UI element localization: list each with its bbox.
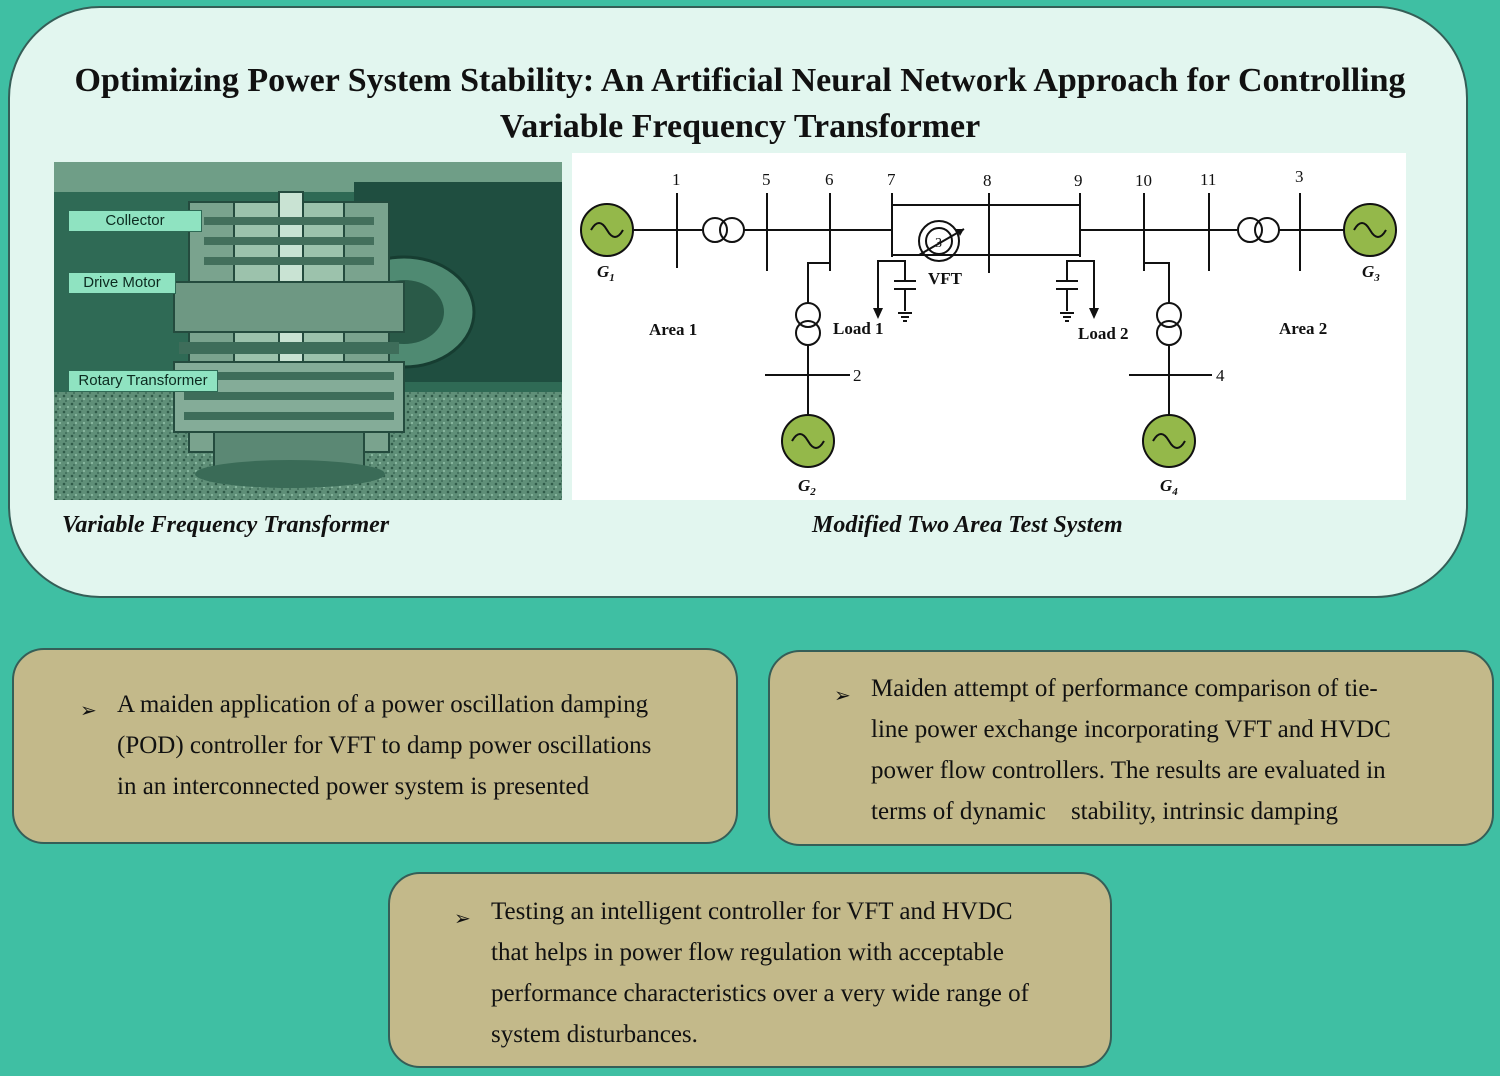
area-1-label: Area 1 [649,320,697,339]
g4-label: G4 [1160,476,1178,498]
collector-label: Collector [68,210,202,232]
highlight-box-1: ➢ A maiden application of a power oscill… [12,648,738,844]
box-1-line-1: A maiden application of a power oscillat… [117,691,649,718]
load-2-label: Load 2 [1078,324,1129,343]
rotary-transformer-label: Rotary Transformer [68,370,218,392]
highlight-box-3: ➢ Testing an intelligent controller for … [388,872,1112,1068]
bus-5-label: 5 [762,170,771,189]
diagram-caption: Modified Two Area Test System [812,512,1123,538]
box-3-line-1: Testing an intelligent controller for VF… [491,898,1013,925]
bullet-icon: ➢ [454,906,471,930]
bus-2-label: 2 [853,366,862,385]
g1-label: G1 [597,262,615,284]
two-area-diagram: 3 1 5 6 7 8 9 10 11 3 2 4 G1 G3 G2 G4 [572,153,1406,500]
bus-7-label: 7 [887,170,896,189]
left-figure-caption: Variable Frequency Transformer [62,512,390,538]
bullet-icon: ➢ [834,683,851,707]
bus-10-label: 10 [1135,171,1152,190]
box-3-line-4: system disturbances. [491,1021,698,1048]
box-1-line-3: in an interconnected power system is pre… [117,773,590,800]
bus-1-label: 1 [672,170,681,189]
box-2-line-4: terms of dynamic stability, intrinsic da… [871,798,1339,825]
page-title: Optimizing Power System Stability: An Ar… [74,62,1406,145]
box-1-line-2: (POD) controller for VFT to damp power o… [117,732,652,759]
bus-6-label: 6 [825,170,834,189]
box-2-line-2: line power exchange incorporating VFT an… [871,716,1391,743]
box-2-line-1: Maiden attempt of performance comparison… [871,675,1378,702]
bus-11-label: 11 [1200,170,1216,189]
bus-9-label: 9 [1074,171,1083,190]
bus-8-label: 8 [983,171,992,190]
vft-label: VFT [928,269,963,288]
area-2-label: Area 2 [1279,319,1327,338]
load-1-label: Load 1 [833,319,884,338]
bus-3-label: 3 [1295,167,1304,186]
box-3-line-2: that helps in power flow regulation with… [491,939,1005,966]
bus-4-label: 4 [1216,366,1225,385]
g2-label: G2 [798,476,816,498]
drive-motor-label: Drive Motor [68,272,176,294]
box-2-line-3: power flow controllers. The results are … [871,757,1386,784]
vft-illustration: Collector Drive Motor Rotary Transformer [54,162,562,500]
bullet-icon: ➢ [80,698,97,722]
highlight-box-2: ➢ Maiden attempt of performance comparis… [768,650,1494,846]
svg-text:3: 3 [935,236,942,251]
g3-label: G3 [1362,262,1380,284]
box-3-line-3: performance characteristics over a very … [491,980,1029,1007]
